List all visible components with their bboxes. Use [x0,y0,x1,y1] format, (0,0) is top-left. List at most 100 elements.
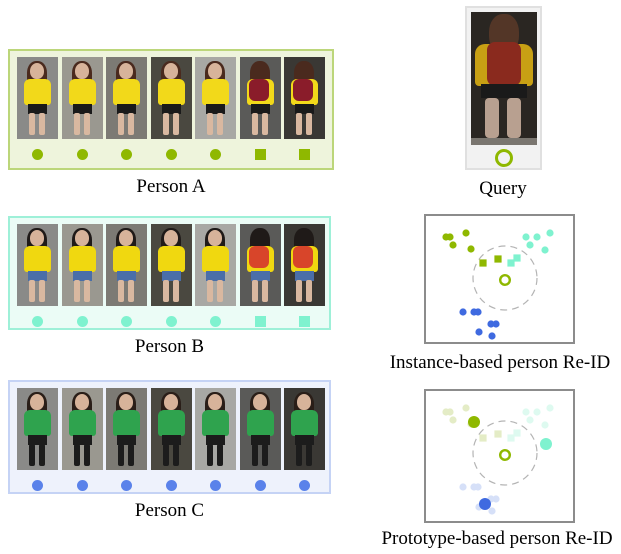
embedding-point-b [507,434,515,442]
gallery-image [239,57,281,139]
embedding-point-b [546,404,554,412]
prototype-point-a [468,416,480,428]
prototype-point-b [540,438,552,450]
class-marker-circle-icon [210,316,221,327]
gallery-image [195,224,236,306]
gallery-person-b [8,216,331,330]
gallery-image [150,388,192,470]
query-image [471,12,537,145]
embedding-point-c [492,495,500,503]
scatter-embedding-plot [442,229,554,340]
class-marker-circle-icon [210,480,221,491]
embedding-point-c [488,332,496,340]
embedding-point-b [541,421,549,429]
embedding-point-c [475,328,483,336]
gallery-image [284,224,325,306]
prototype-point-c [479,498,491,510]
embedding-point-b [513,254,521,262]
query-marker-hollow-circle [495,149,513,167]
retrieval-radius-circle [472,245,538,311]
embedding-point-a [446,233,454,241]
embedding-point-b [541,246,549,254]
gallery-image [106,224,147,306]
gallery-image [17,224,58,306]
class-marker-circle-icon [121,480,132,491]
class-marker-circle-icon [254,480,266,491]
gallery-person-c [8,380,331,494]
caption-instance-based: Instance-based person Re-ID [389,352,611,373]
embedding-point-b [522,233,530,241]
gallery-image [195,57,236,139]
embedding-point-b [533,408,541,416]
query-point-hollow-circle [498,274,511,287]
embedding-point-a [449,416,457,424]
class-marker-circle-icon [32,480,43,491]
gallery-image [17,57,58,139]
gallery-image [61,57,103,139]
caption-person-c: Person C [134,500,205,521]
gallery-image [239,224,281,306]
embedding-point-c [492,320,500,328]
embedding-point-c [474,483,482,491]
gallery-image [284,57,325,139]
gallery-image [284,388,325,470]
class-marker-circle-icon [121,149,132,160]
embedding-point-c [488,507,496,515]
gallery-image [195,388,236,470]
class-marker-circle-icon [165,316,177,327]
embedding-point-a [462,404,470,412]
query-point-hollow-circle [498,449,511,462]
scatter-embedding-plot [442,404,554,515]
class-marker-square-icon [254,149,266,160]
class-marker-circle-icon [121,316,132,327]
embedding-point-b [546,229,554,237]
gallery-image [239,388,281,470]
embedding-point-a [494,430,502,438]
embedding-point-a [449,241,457,249]
gallery-image [61,224,103,306]
embedding-point-a [446,408,454,416]
embedding-point-c [474,308,482,316]
gallery-image [150,57,192,139]
class-marker-circle-icon [210,149,221,160]
class-marker-circle-icon [76,149,88,160]
caption-person-b: Person B [134,336,205,357]
class-marker-circle-icon [76,316,88,327]
plot-prototype-based [424,389,575,523]
embedding-point-a [494,255,502,263]
class-marker-circle-icon [299,480,310,491]
embedding-point-b [513,429,521,437]
gallery-image [106,57,147,139]
caption-query: Query [479,178,527,199]
gallery-person-a [8,49,334,170]
class-marker-circle-icon [165,480,177,491]
gallery-image [17,388,58,470]
class-marker-circle-icon [32,316,43,327]
embedding-point-a [462,229,470,237]
embedding-point-a [479,259,487,267]
embedding-point-b [522,408,530,416]
embedding-point-b [526,241,534,249]
class-marker-square-icon [299,149,310,160]
embedding-point-b [533,233,541,241]
embedding-point-a [467,245,475,253]
plot-instance-based [424,214,575,344]
embedding-point-b [507,259,515,267]
gallery-image [61,388,103,470]
embedding-point-c [487,320,495,328]
caption-prototype-based: Prototype-based person Re-ID [381,528,613,549]
query-card [465,6,542,170]
embedding-point-b [526,416,534,424]
class-marker-square-icon [299,316,310,327]
retrieval-radius-circle [472,420,538,486]
gallery-image [150,224,192,306]
embedding-point-c [459,483,467,491]
gallery-image [106,388,147,470]
class-marker-square-icon [254,316,266,327]
class-marker-circle-icon [76,480,88,491]
class-marker-circle-icon [32,149,43,160]
embedding-point-c [459,308,467,316]
embedding-point-a [479,434,487,442]
class-marker-circle-icon [165,149,177,160]
caption-person-a: Person A [136,176,206,197]
